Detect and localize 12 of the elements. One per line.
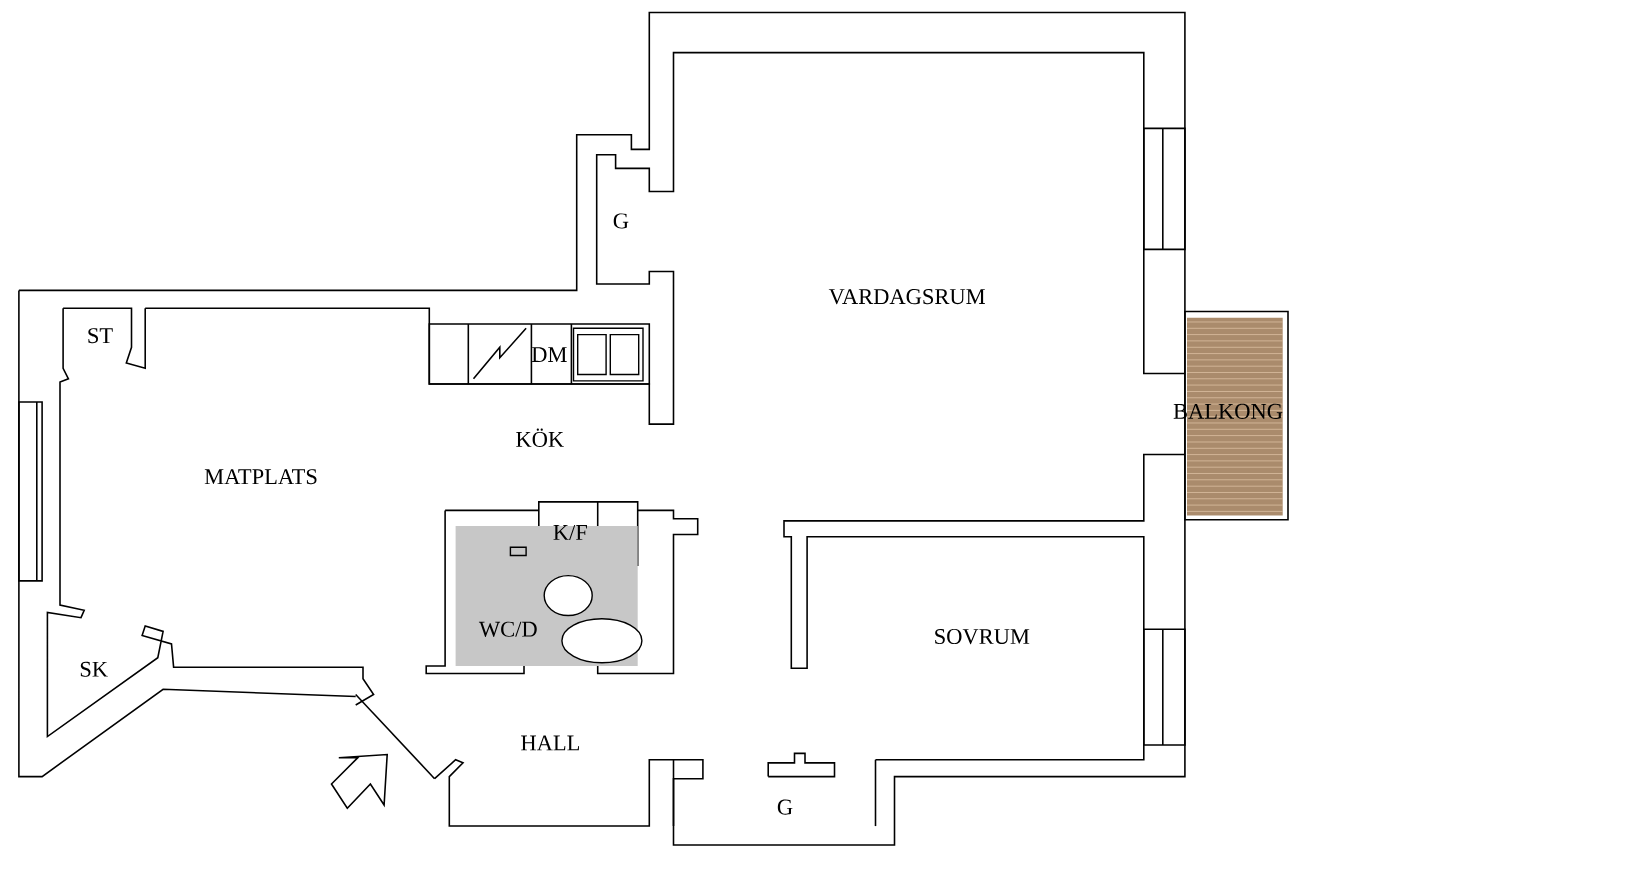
room-label: SOVRUM	[935, 628, 1030, 645]
room-label: HALL	[521, 735, 580, 751]
room-label: VARDAGSRUM	[828, 288, 985, 305]
room-label: DM	[531, 347, 567, 362]
room-label: MATPLATS	[204, 469, 317, 485]
room-label: SK	[80, 661, 108, 677]
room-label: K/F	[553, 524, 587, 540]
room-label: G	[613, 213, 629, 229]
room-label: G	[777, 799, 793, 815]
room-label: WC/D	[478, 621, 537, 637]
room-label: ST	[88, 328, 113, 344]
room-label: KÖK	[516, 428, 564, 447]
